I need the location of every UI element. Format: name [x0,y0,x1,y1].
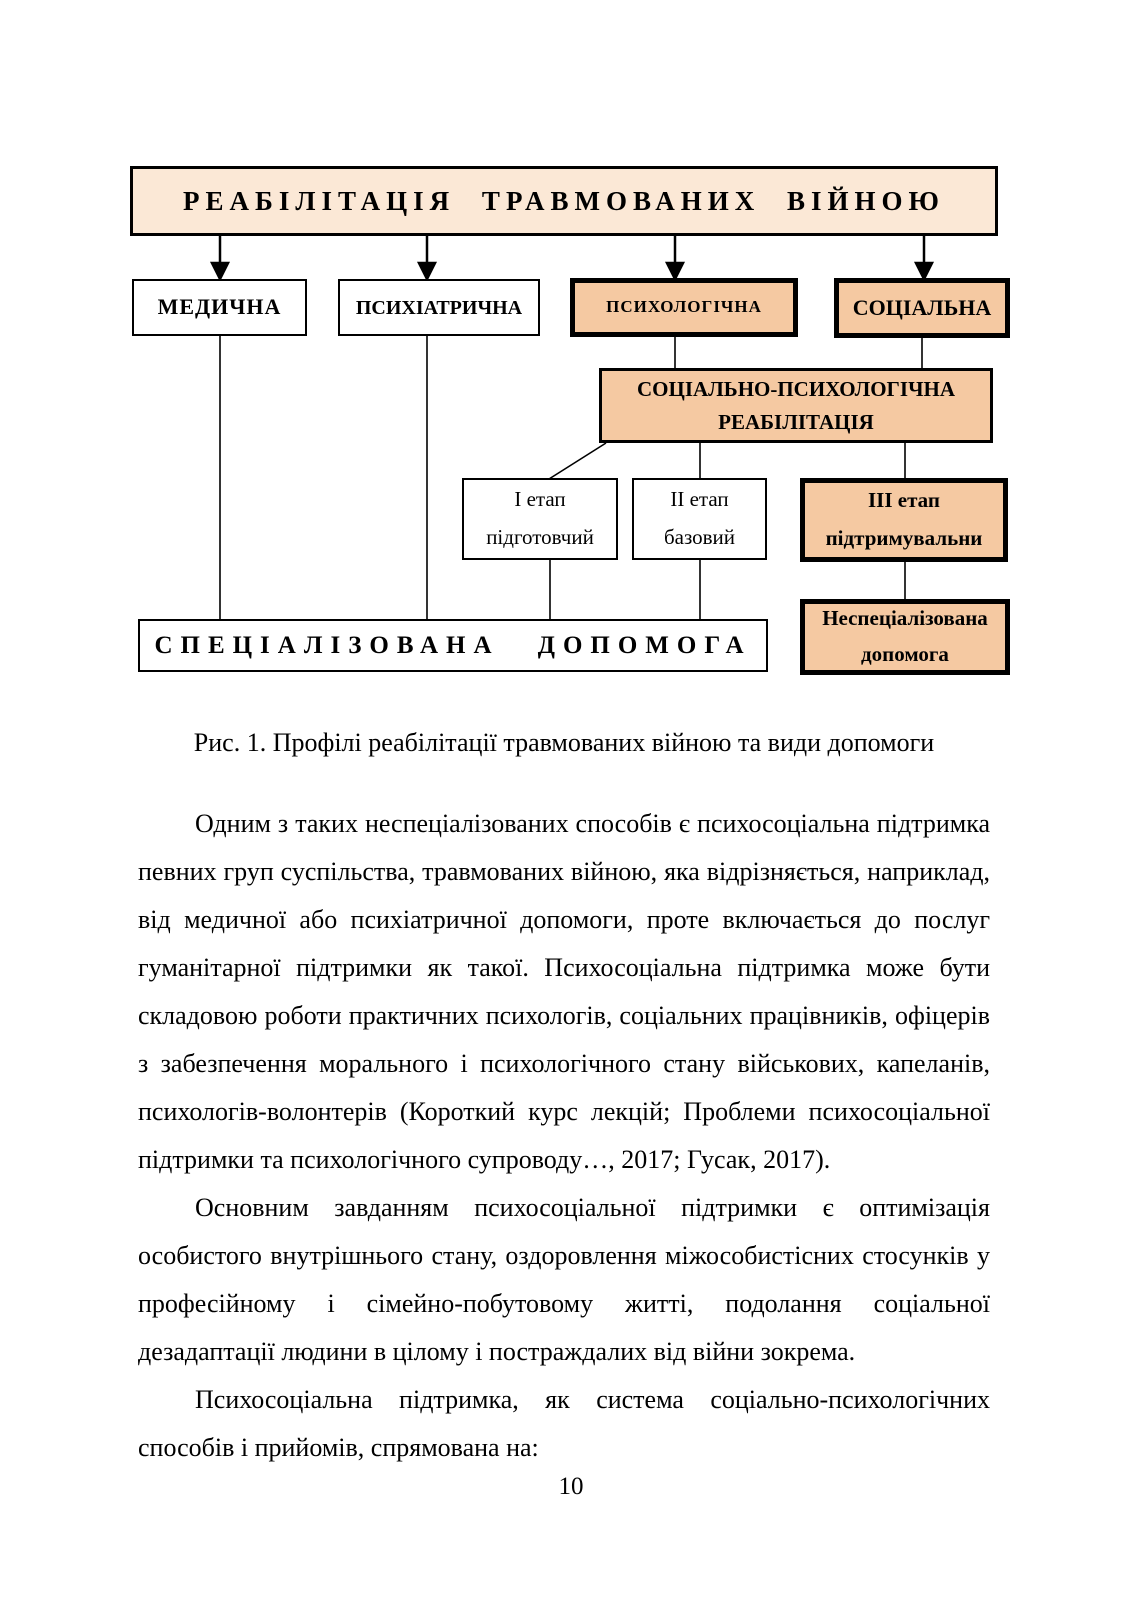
diagram-box-nonspecialized-help: Неспеціалізована допомога [800,599,1010,675]
paragraph-1: Одним з таких неспеціалізованих способів… [138,809,990,1174]
figure-caption: Рис. 1. Профілі реабілітації травмованих… [193,728,935,757]
diagram-box-stage-1-preparatory: І етап підготовчий [462,478,618,560]
diagram-box-psychological: ПСИХОЛОГІЧНА [570,278,798,337]
diagram-box-medical: МЕДИЧНА [132,279,307,336]
diagram-box-psychiatric: ПСИХІАТРИЧНА [338,279,540,336]
diagram-box-stage-3-supporting: ІІІ етап підтримувальни [800,478,1008,562]
connector-lines [209,236,935,620]
body-text: Одним з таких неспеціалізованих способів… [138,800,990,1472]
paragraph-2: Основним завданням психосоціальної підтр… [138,1193,990,1366]
diagram-box-stage-2-basic: ІІ етап базовий [632,478,767,560]
diagram-box-specialized-help: СПЕЦІАЛІЗОВАНА ДОПОМОГА [138,619,768,672]
diagram-box-social: СОЦІАЛЬНА [834,278,1010,338]
paragraph-3: Психосоціальна підтримка, як система соц… [138,1385,990,1462]
page-number: 10 [558,1473,584,1500]
diagram-box-social-psychological-rehabilitation: СОЦІАЛЬНО-ПСИХОЛОГІЧНА РЕАБІЛІТАЦІЯ [599,368,993,443]
diagram-box-rehabilitation-root: РЕАБІЛІТАЦІЯ ТРАВМОВАНИХ ВІЙНОЮ [130,166,998,236]
figure-1-diagram: РЕАБІЛІТАЦІЯ ТРАВМОВАНИХ ВІЙНОЮ МЕДИЧНА … [0,0,1142,700]
